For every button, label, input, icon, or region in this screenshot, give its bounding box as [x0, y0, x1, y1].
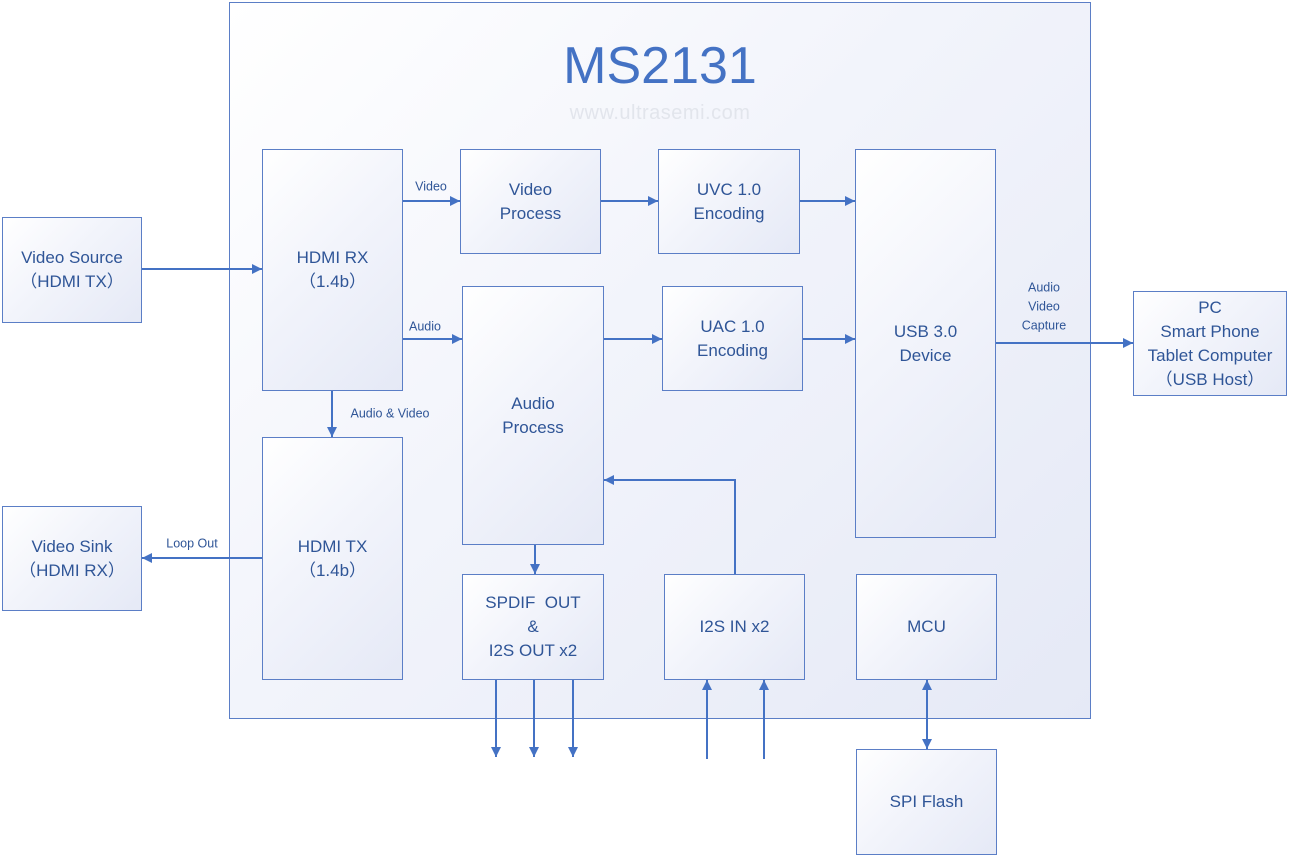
block-label: Process	[502, 417, 564, 437]
block-label: Encoding	[697, 340, 768, 360]
block-usb-device: USB 3.0 Device	[855, 149, 996, 538]
block-mcu: MCU	[856, 574, 997, 680]
label-audio: Audio	[409, 319, 441, 334]
block-spi-flash: SPI Flash	[856, 749, 997, 855]
label-capture-line: Audio	[1028, 280, 1060, 295]
block-audio-process: Audio Process	[462, 286, 604, 545]
block-label: PC	[1198, 297, 1222, 317]
block-label: HDMI TX	[297, 536, 368, 556]
block-label: Video Sink	[31, 536, 113, 556]
block-uvc-encoding: UVC 1.0 Encoding	[658, 149, 800, 254]
block-i2s-in: I2S IN x2	[664, 574, 805, 680]
label-capture-line: Video	[1028, 299, 1060, 314]
block-label: （HDMI TX）	[20, 272, 124, 291]
block-label: UVC 1.0	[696, 179, 762, 199]
block-label: Video Source	[21, 248, 123, 267]
block-label: Video	[508, 179, 553, 199]
block-usb-host: PC Smart Phone Tablet Computer （USB Host…	[1133, 291, 1287, 396]
label-capture-line: Capture	[1021, 318, 1067, 333]
block-video-source: Video Source （HDMI TX）	[2, 217, 142, 323]
block-label: SPDIF OUT	[485, 593, 581, 612]
label-video: Video	[415, 179, 447, 194]
block-label: Smart Phone	[1160, 321, 1260, 341]
block-hdmi-tx: HDMI TX （1.4b）	[262, 437, 403, 680]
block-label: SPI Flash	[889, 792, 964, 811]
block-label: Audio	[511, 393, 555, 413]
block-label: （HDMI RX）	[19, 560, 125, 580]
label-audio-video: Audio & Video	[350, 406, 430, 421]
label-capture: Audio Video Capture	[1022, 279, 1066, 336]
block-label: I2S OUT x2	[488, 641, 578, 660]
block-label: I2S IN x2	[699, 617, 770, 636]
watermark: www.ultrasemi.com	[569, 102, 751, 124]
block-video-process: Video Process	[460, 149, 601, 254]
block-label: Process	[499, 203, 562, 223]
block-label: UAC 1.0	[700, 316, 765, 336]
block-label: （1.4b）	[298, 560, 367, 580]
block-label: Tablet Computer	[1147, 345, 1273, 365]
chip-title: MS2131	[563, 37, 757, 95]
block-label: （USB Host）	[1155, 369, 1265, 389]
block-hdmi-rx: HDMI RX （1.4b）	[262, 149, 403, 391]
block-label: USB 3.0	[893, 321, 958, 341]
block-label: Device	[899, 345, 952, 365]
label-loop-out: Loop Out	[166, 536, 218, 551]
block-label: （1.4b）	[298, 272, 367, 291]
block-uac-encoding: UAC 1.0 Encoding	[662, 286, 803, 391]
block-spdif-i2s-out: SPDIF OUT & I2S OUT x2	[462, 574, 604, 680]
block-video-sink: Video Sink （HDMI RX）	[2, 506, 142, 611]
block-label: HDMI RX	[296, 248, 369, 267]
block-label: &	[527, 617, 539, 636]
block-label: MCU	[907, 617, 946, 636]
block-label: Encoding	[693, 203, 765, 223]
